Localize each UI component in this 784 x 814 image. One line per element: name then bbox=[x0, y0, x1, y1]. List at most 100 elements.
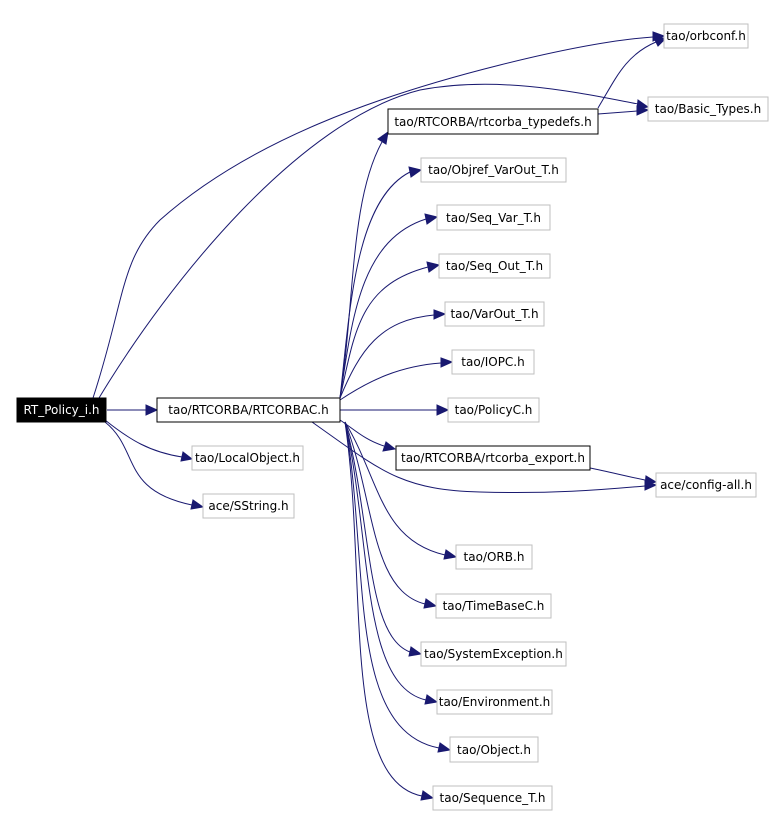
edge-rtcorbac-to-environment bbox=[344, 421, 427, 701]
node-objref-varout[interactable]: tao/Objref_VarOut_T.h bbox=[420, 157, 567, 183]
arrowhead bbox=[424, 213, 439, 225]
node-label: tao/Environment.h bbox=[439, 695, 551, 709]
node-box bbox=[438, 253, 551, 279]
node-rtcorbac[interactable]: tao/RTCORBA/RTCORBAC.h bbox=[156, 397, 341, 423]
node-box bbox=[455, 544, 533, 570]
edge-rtcorbac-to-export bbox=[339, 419, 385, 447]
edge-rtcorbac-to-typedefs bbox=[339, 141, 383, 399]
node-label: RT_Policy_i.h bbox=[23, 403, 99, 417]
arrowhead bbox=[420, 790, 435, 801]
arrowhead bbox=[644, 475, 658, 486]
node-label: tao/Basic_Types.h bbox=[655, 102, 761, 116]
edge-rtcorbac-to-sequence-t bbox=[344, 421, 423, 797]
node-policyc[interactable]: tao/PolicyC.h bbox=[447, 397, 540, 423]
node-rtcorba-export[interactable]: tao/RTCORBA/rtcorba_export.h bbox=[395, 445, 591, 471]
node-box bbox=[16, 397, 107, 423]
node-root[interactable]: RT_Policy_i.h bbox=[16, 397, 107, 423]
node-label: tao/SystemException.h bbox=[424, 647, 563, 661]
arrowhead bbox=[636, 105, 650, 116]
arrowhead bbox=[377, 130, 389, 145]
node-box bbox=[435, 593, 552, 619]
node-label: tao/RTCORBA/RTCORBAC.h bbox=[168, 403, 328, 417]
node-systemexception[interactable]: tao/SystemException.h bbox=[420, 641, 567, 667]
node-iopc[interactable]: tao/IOPC.h bbox=[451, 349, 535, 375]
node-object[interactable]: tao/Object.h bbox=[449, 736, 539, 763]
node-orb[interactable]: tao/ORB.h bbox=[455, 544, 533, 570]
edge-root-to-basic-types bbox=[98, 83, 639, 399]
arrowhead bbox=[423, 598, 438, 609]
edge-rtcorbac-to-object bbox=[344, 421, 440, 749]
node-label: tao/ORB.h bbox=[464, 550, 525, 564]
node-config-all[interactable]: ace/config-all.h bbox=[655, 472, 757, 498]
node-box bbox=[451, 349, 535, 375]
node-box bbox=[420, 641, 567, 667]
node-box bbox=[449, 736, 539, 763]
edge-typedefs-to-orbconf bbox=[597, 41, 657, 109]
edge-export-to-config-all bbox=[589, 467, 646, 481]
node-label: tao/RTCORBA/rtcorba_export.h bbox=[401, 451, 585, 465]
node-label: tao/Sequence_T.h bbox=[440, 791, 546, 805]
node-label: tao/TimeBaseC.h bbox=[443, 599, 545, 613]
node-label: tao/Seq_Out_T.h bbox=[446, 259, 543, 273]
arrowhead bbox=[145, 404, 159, 416]
node-box bbox=[663, 23, 749, 49]
node-varout[interactable]: tao/VarOut_T.h bbox=[444, 301, 545, 327]
node-label: tao/LocalObject.h bbox=[195, 451, 300, 465]
node-label: tao/PolicyC.h bbox=[455, 403, 533, 417]
edge-rtcorbac-to-iopc bbox=[339, 362, 442, 401]
edge-root-to-sstring bbox=[104, 421, 193, 506]
node-box bbox=[432, 785, 553, 811]
node-orbconf[interactable]: tao/orbconf.h bbox=[663, 23, 749, 49]
node-label: ace/config-all.h bbox=[660, 478, 752, 492]
node-label: tao/VarOut_T.h bbox=[450, 307, 538, 321]
node-basic-types[interactable]: tao/Basic_Types.h bbox=[647, 96, 769, 122]
node-label: tao/Seq_Var_T.h bbox=[446, 211, 541, 225]
node-box bbox=[191, 445, 304, 471]
arrowhead bbox=[190, 499, 205, 510]
node-box bbox=[436, 204, 551, 231]
edge-rtcorbac-to-timebasec bbox=[344, 421, 426, 605]
arrowhead bbox=[440, 357, 454, 368]
arrowhead bbox=[408, 646, 423, 657]
node-label: tao/Object.h bbox=[457, 743, 531, 757]
arrowhead bbox=[436, 404, 450, 416]
node-box bbox=[647, 96, 769, 122]
arrowhead bbox=[382, 441, 397, 452]
node-box bbox=[655, 472, 757, 498]
node-seq-out[interactable]: tao/Seq_Out_T.h bbox=[438, 253, 551, 279]
node-box bbox=[387, 108, 599, 135]
edge-root-to-localobject bbox=[104, 419, 183, 458]
arrowhead bbox=[437, 742, 452, 753]
node-timebasec[interactable]: tao/TimeBaseC.h bbox=[435, 593, 552, 619]
edge-rtcorbac-to-orb bbox=[344, 421, 446, 556]
arrowhead bbox=[433, 309, 447, 320]
arrowhead bbox=[408, 166, 423, 178]
node-rtcorba-typedefs[interactable]: tao/RTCORBA/rtcorba_typedefs.h bbox=[387, 108, 599, 135]
edge-root-to-orbconf bbox=[92, 36, 654, 399]
node-box bbox=[395, 445, 591, 471]
node-label: tao/orbconf.h bbox=[666, 29, 746, 43]
edges bbox=[92, 31, 668, 801]
node-box bbox=[447, 397, 540, 423]
node-box bbox=[420, 157, 567, 183]
node-environment[interactable]: tao/Environment.h bbox=[436, 689, 553, 715]
node-localobject[interactable]: tao/LocalObject.h bbox=[191, 445, 304, 471]
edge-typedefs-to-basic-types bbox=[597, 110, 638, 115]
arrowhead bbox=[443, 549, 458, 560]
node-box bbox=[436, 689, 553, 715]
node-label: tao/IOPC.h bbox=[461, 355, 524, 369]
node-sequence-t[interactable]: tao/Sequence_T.h bbox=[432, 785, 553, 811]
node-box bbox=[202, 493, 295, 519]
node-label: tao/Objref_VarOut_T.h bbox=[428, 163, 559, 177]
edge-rtcorbac-to-systemexception bbox=[344, 421, 411, 653]
node-seq-var[interactable]: tao/Seq_Var_T.h bbox=[436, 204, 551, 231]
edge-rtcorbac-to-varout bbox=[339, 314, 435, 399]
node-label: ace/SString.h bbox=[208, 499, 288, 513]
node-label: tao/RTCORBA/rtcorba_typedefs.h bbox=[394, 115, 591, 129]
arrowhead bbox=[180, 451, 194, 462]
arrowhead bbox=[653, 37, 668, 47]
arrowhead bbox=[424, 694, 439, 705]
node-sstring[interactable]: ace/SString.h bbox=[202, 493, 295, 519]
node-box bbox=[156, 397, 341, 423]
